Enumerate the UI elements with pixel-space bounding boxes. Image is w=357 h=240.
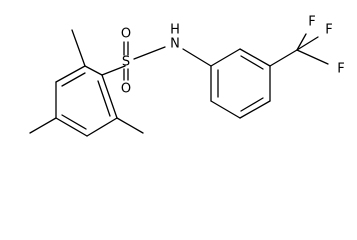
bond-c-f-right (296, 49, 329, 65)
bond (84, 65, 103, 76)
bond (239, 100, 271, 119)
bond (55, 117, 88, 137)
methyl-bond-right (116, 117, 144, 134)
bond (239, 48, 271, 67)
fluorine-right-atom-label: F (337, 62, 344, 77)
bond (86, 117, 118, 137)
trifluoromethyl-group (269, 33, 329, 67)
aryl-ring (182, 48, 271, 119)
double-bond-line (240, 97, 264, 112)
chemical-structure: S O O H N F F F (29, 15, 345, 137)
fluorine-top-left-atom-label: F (308, 15, 315, 30)
mesityl-ring (55, 65, 118, 137)
bond-nitrogen-to-ring (182, 48, 212, 67)
nitrogen-atom-label: N (170, 37, 180, 52)
sulfonyl-group (101, 41, 166, 81)
bond (210, 48, 241, 67)
bond (55, 65, 86, 83)
nitrogen-hydrogen-label: H (170, 23, 180, 38)
methyl-bond-left (29, 117, 57, 134)
oxygen-bottom-atom-label: O (121, 82, 131, 97)
bond-ring-to-sulfur (101, 65, 126, 76)
double-bond-line (61, 72, 86, 87)
bond-c-f-top-left (296, 33, 307, 51)
bond-c-f-top-right (296, 36, 319, 51)
sulfur-atom-label: S (122, 55, 130, 70)
bond (210, 100, 241, 119)
fluorine-top-right-atom-label: F (325, 23, 332, 38)
bond-ring-to-cf3 (269, 49, 298, 67)
methyl-bond-top (71, 29, 86, 67)
bond (101, 74, 118, 119)
double-bond-line (61, 114, 87, 130)
oxygen-top-atom-label: O (121, 27, 131, 42)
bond-sulfur-to-nitrogen (133, 46, 166, 60)
methyl-groups (29, 29, 144, 134)
double-bond-line (97, 80, 111, 117)
double-bond-line (240, 55, 264, 70)
